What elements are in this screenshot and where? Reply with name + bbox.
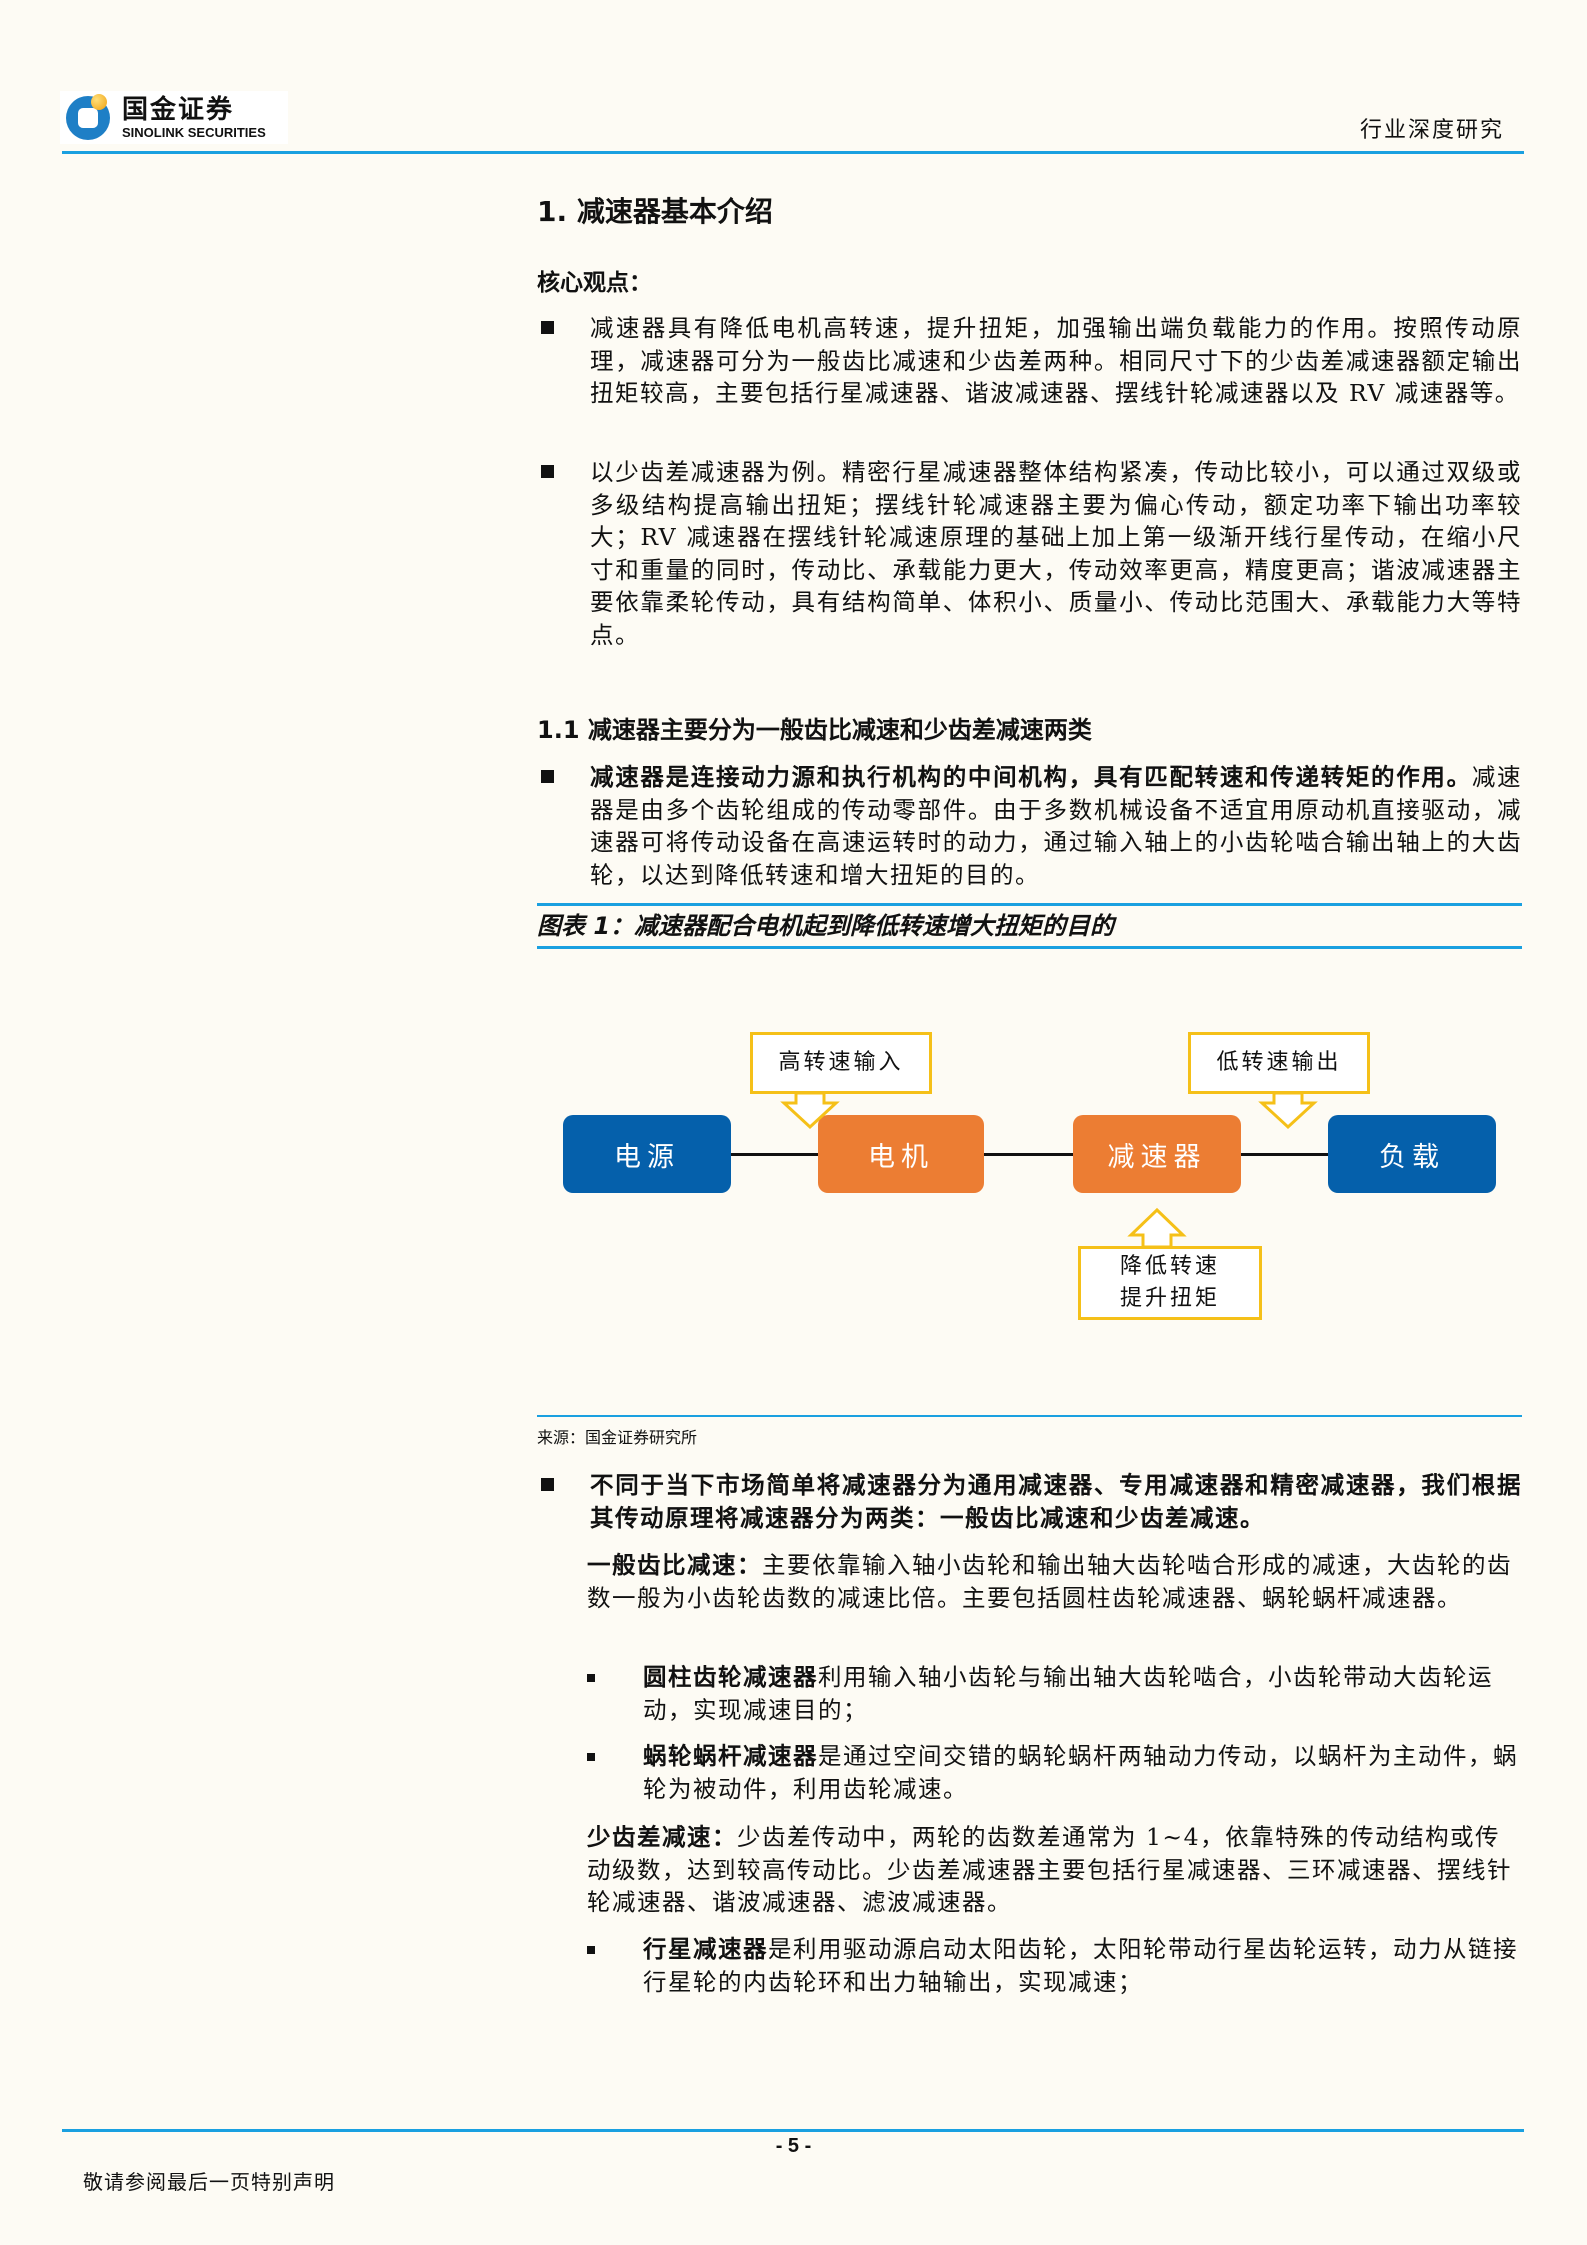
- logo-english-name: SINOLINK SECURITIES: [122, 124, 266, 140]
- square-bullet-icon: [541, 465, 554, 478]
- general-item: 蜗轮蜗杆减速器是通过空间交错的蜗轮蜗杆两轴动力传动，以蜗杆为主动件，蜗轮为被动件…: [587, 1740, 1522, 1805]
- down-arrow-icon: [780, 1091, 840, 1130]
- square-bullet-icon: [541, 770, 554, 783]
- square-bullet-icon: [541, 1478, 554, 1491]
- general-ratio-paragraph: 一般齿比减速：主要依靠输入轴小齿轮和输出轴大齿轮啮合形成的减速，大齿轮的齿数一般…: [587, 1549, 1522, 1614]
- page-number: - 5 -: [775, 2135, 812, 2157]
- small-square-bullet-icon: [587, 1753, 595, 1761]
- down-arrow-icon: [1258, 1091, 1318, 1130]
- up-arrow-icon: [1127, 1207, 1187, 1249]
- header-divider: [62, 151, 1524, 154]
- small-diff-text: 少齿差传动中，两轮的齿数差通常为 1~4，依靠特殊的传动结构或传动级数，达到较高…: [587, 1823, 1512, 1916]
- item-name: 行星减速器: [643, 1935, 768, 1963]
- report-type: 行业深度研究: [1359, 118, 1504, 143]
- figure-source-rule: [537, 1415, 1522, 1417]
- item-name: 蜗轮蜗杆减速器: [643, 1742, 818, 1770]
- core-point-text: 以少齿差减速器为例。精密行星减速器整体结构紧凑，传动比较小，可以通过双级或多级结…: [590, 458, 1522, 649]
- connector-line: [980, 1153, 1080, 1156]
- general-ratio-label: 一般齿比减速：: [587, 1551, 762, 1579]
- callout-high-speed-input: 高转速输入: [750, 1032, 932, 1094]
- connector-line: [1240, 1153, 1340, 1156]
- item-name: 圆柱齿轮减速器: [643, 1663, 818, 1691]
- node-reducer: 减速器: [1073, 1115, 1241, 1193]
- item-text: 利用输入轴小齿轮与输出轴大齿轮啮合，小齿轮带动大齿轮运动，实现减速目的；: [643, 1663, 1493, 1724]
- figure-source: 来源：国金证券研究所: [537, 1428, 698, 1447]
- figure-top-rule: [537, 903, 1522, 906]
- intro-bullet-text: 减速器是由多个齿轮组成的传动零部件。由于多数机械设备不适宜用原动机直接驱动，减速…: [590, 763, 1523, 889]
- item-text: 是通过空间交错的蜗轮蜗杆两轴动力传动，以蜗杆为主动件，蜗轮为被动件，利用齿轮减速…: [643, 1742, 1518, 1803]
- classification-bullet: 不同于当下市场简单将减速器分为通用减速器、专用减速器和精密减速器，我们根据其传动…: [537, 1469, 1522, 1534]
- connector-line: [730, 1153, 820, 1156]
- callout-reducer-effect: 降低转速 提升扭矩: [1078, 1246, 1262, 1320]
- figure-bottom-rule: [537, 946, 1522, 949]
- callout-low-speed-output: 低转速输出: [1188, 1032, 1370, 1094]
- sinolink-logo-icon: [64, 93, 112, 142]
- small-square-bullet-icon: [587, 1674, 595, 1682]
- core-point-text: 减速器具有降低电机高转速，提升扭矩，加强输出端负载能力的作用。按照传动原理，减速…: [590, 314, 1522, 407]
- core-point: 减速器具有降低电机高转速，提升扭矩，加强输出端负载能力的作用。按照传动原理，减速…: [537, 312, 1522, 410]
- core-views-label: 核心观点：: [537, 270, 652, 296]
- item-text: 是利用驱动源启动太阳齿轮，太阳轮带动行星齿轮运转，动力从链接行星轮的内齿轮环和出…: [643, 1935, 1518, 1996]
- node-load: 负载: [1328, 1115, 1496, 1193]
- reducer-flow-diagram: 电源 电机 减速器 负载 高转速输入 低转速输出 降低转速 提升扭矩: [540, 1010, 1520, 1340]
- section-title: 1. 减速器基本介绍: [537, 195, 773, 228]
- classification-text: 不同于当下市场简单将减速器分为通用减速器、专用减速器和精密减速器，我们根据其传动…: [590, 1471, 1522, 1532]
- figure-caption: 图表 1：减速器配合电机起到降低转速增大扭矩的目的: [537, 912, 1115, 940]
- node-motor: 电机: [818, 1115, 984, 1193]
- node-power-source: 电源: [563, 1115, 731, 1193]
- effect-line-raise-torque: 提升扭矩: [1119, 1286, 1220, 1311]
- intro-bullet: 减速器是连接动力源和执行机构的中间机构，具有匹配转速和传递转矩的作用。减速器是由…: [537, 761, 1522, 891]
- footer-divider: [62, 2129, 1524, 2132]
- general-item: 圆柱齿轮减速器利用输入轴小齿轮与输出轴大齿轮啮合，小齿轮带动大齿轮运动，实现减速…: [587, 1661, 1522, 1726]
- company-logo: 国金证券 SINOLINK SECURITIES: [60, 91, 288, 144]
- intro-bullet-bold: 减速器是连接动力源和执行机构的中间机构，具有匹配转速和传递转矩的作用。: [590, 763, 1472, 791]
- logo-chinese-name: 国金证券: [122, 94, 235, 125]
- square-bullet-icon: [541, 321, 554, 334]
- general-ratio-text: 主要依靠输入轴小齿轮和输出轴大齿轮啮合形成的减速，大齿轮的齿数一般为小齿轮齿数的…: [587, 1551, 1512, 1612]
- small-diff-item: 行星减速器是利用驱动源启动太阳齿轮，太阳轮带动行星齿轮运转，动力从链接行星轮的内…: [587, 1933, 1522, 1998]
- small-diff-paragraph: 少齿差减速：少齿差传动中，两轮的齿数差通常为 1~4，依靠特殊的传动结构或传动级…: [587, 1821, 1522, 1919]
- small-diff-label: 少齿差减速：: [587, 1823, 737, 1851]
- core-point: 以少齿差减速器为例。精密行星减速器整体结构紧凑，传动比较小，可以通过双级或多级结…: [537, 456, 1522, 651]
- effect-line-reduce-speed: 降低转速: [1119, 1254, 1220, 1279]
- subsection-title: 1.1 减速器主要分为一般齿比减速和少齿差减速两类: [537, 716, 1092, 744]
- footer-disclaimer: 敬请参阅最后一页特别声明: [83, 2170, 335, 2194]
- small-square-bullet-icon: [587, 1946, 595, 1954]
